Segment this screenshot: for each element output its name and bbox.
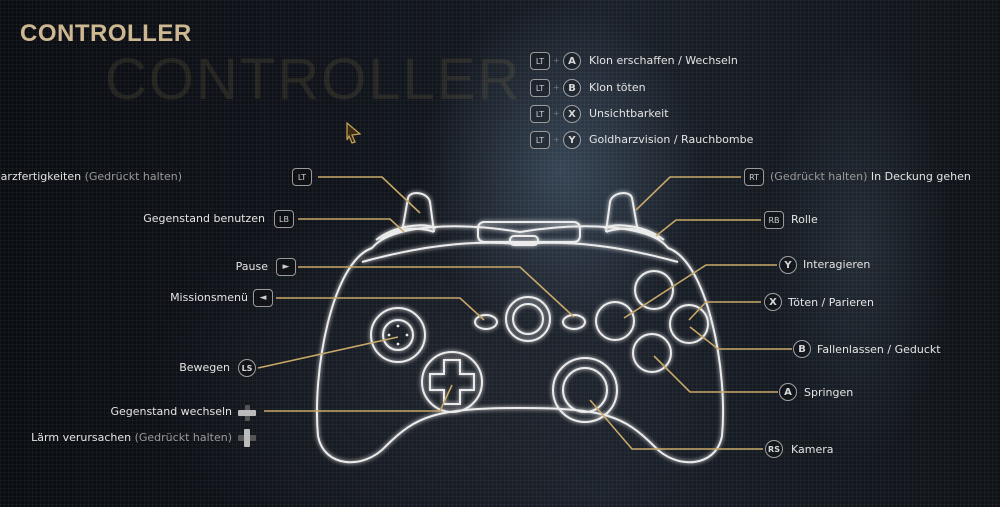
- right-label: Kamera: [791, 443, 834, 456]
- lb-bumper: [379, 227, 435, 241]
- left-label: Lärm verursachen (Gedrückt halten): [31, 431, 232, 444]
- controller-outline: [315, 192, 725, 464]
- lt-glyph: LT: [530, 131, 550, 149]
- a-button-glyph: A: [779, 383, 797, 401]
- left-label: Pause: [235, 260, 268, 273]
- controller-body: [315, 225, 725, 464]
- left-stick: [370, 307, 426, 363]
- combo-label: Klon erschaffen / Wechseln: [589, 54, 738, 67]
- lt-glyph: LT: [530, 52, 550, 70]
- x-button-glyph: X: [563, 105, 581, 123]
- left-stick-marks: [387, 324, 409, 346]
- b-face-button: [669, 304, 709, 344]
- left-label: Gegenstand benutzen: [143, 212, 265, 225]
- rb-bumper: [605, 227, 661, 241]
- lt-trigger: [401, 192, 435, 233]
- lb-glyph: LB: [274, 210, 294, 228]
- dpad-horizontal-icon: [238, 404, 256, 422]
- left-label: Missionsmenü: [170, 291, 248, 304]
- start-glyph: ►: [276, 258, 296, 276]
- lt-glyph: LT: [530, 79, 550, 97]
- title-watermark: CONTROLLER: [105, 47, 522, 112]
- back-button: [474, 314, 498, 330]
- ls-glyph: LS: [238, 359, 256, 377]
- rt-glyph: RT: [744, 168, 764, 186]
- b-button-glyph: B: [793, 340, 811, 358]
- combo-label: Unsichtbarkeit: [589, 107, 669, 120]
- x-button-glyph: X: [764, 293, 782, 311]
- right-stick: [562, 367, 608, 413]
- b-button-glyph: B: [563, 79, 581, 97]
- right-label: (Gedrückt halten) In Deckung gehen: [770, 170, 971, 183]
- cursor-icon: [346, 121, 362, 144]
- y-button-glyph: Y: [779, 256, 797, 274]
- dpad-vertical-icon: [238, 429, 256, 447]
- lt-glyph: LT: [292, 168, 312, 186]
- left-label: Bewegen: [179, 361, 230, 374]
- a-button-glyph: A: [563, 52, 581, 70]
- plus-icon: +: [553, 83, 560, 92]
- rs-glyph: RS: [765, 440, 783, 458]
- plus-icon: +: [553, 56, 560, 65]
- start-button: [562, 314, 586, 330]
- page-title: CONTROLLER: [20, 20, 192, 47]
- right-label: Fallenlassen / Geduckt: [817, 343, 941, 356]
- lt-glyph: LT: [530, 105, 550, 123]
- rb-glyph: RB: [764, 211, 784, 229]
- plus-icon: +: [553, 109, 560, 118]
- back-glyph: ◄: [253, 289, 273, 307]
- y-button-glyph: Y: [563, 131, 581, 149]
- right-label: Interagieren: [803, 258, 871, 271]
- combo-label: Klon töten: [589, 81, 646, 94]
- a-face-button: [632, 333, 672, 373]
- combo-label: Goldharzvision / Rauchbombe: [589, 133, 754, 146]
- x-face-button: [595, 301, 635, 341]
- dpad: [429, 359, 475, 405]
- y-face-button: [634, 270, 674, 310]
- left-label: Goldharzfertigkeiten (Gedrückt halten): [0, 170, 182, 183]
- right-label: Springen: [804, 386, 854, 399]
- guide-button: [505, 296, 551, 342]
- leader-lines: [257, 176, 792, 450]
- plus-icon: +: [553, 135, 560, 144]
- right-label: Töten / Parieren: [788, 296, 875, 309]
- rt-trigger: [605, 192, 639, 233]
- left-label: Gegenstand wechseln: [110, 405, 232, 418]
- right-label: Rolle: [791, 213, 818, 226]
